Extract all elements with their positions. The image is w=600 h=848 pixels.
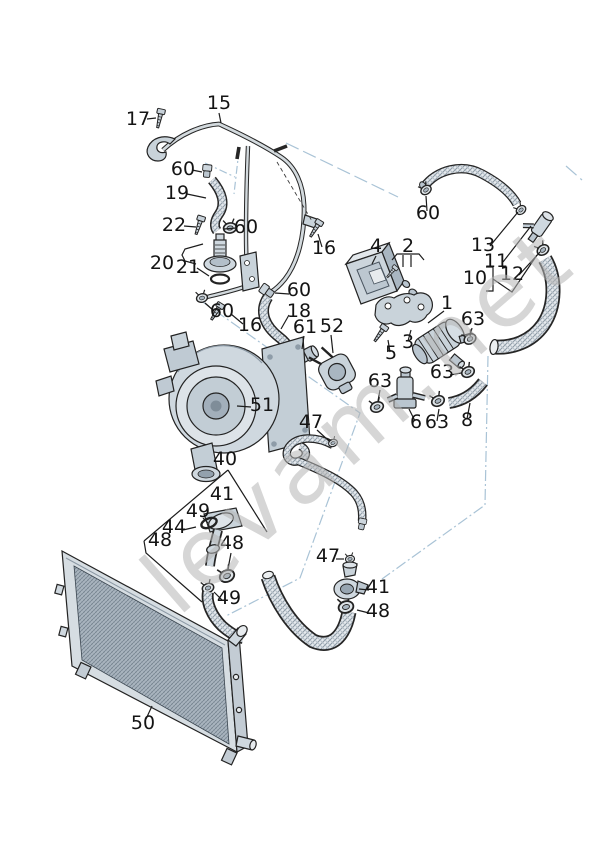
callout-leaders [143,112,541,720]
callout-12: 12 [500,263,524,285]
callout-44: 44 [162,516,186,538]
callout-48-a: 48 [148,529,172,551]
hose-main-lower [260,570,357,651]
callout-51: 51 [250,394,274,416]
callout-63-a: 63 [461,308,485,330]
callout-19: 19 [165,182,189,204]
pipe-hook [146,136,177,162]
callout-5: 5 [385,342,397,364]
callout-1: 1 [441,292,453,314]
callout-16-b: 16 [312,237,336,259]
callout-49-a: 49 [186,500,210,522]
callout-15: 15 [207,92,231,114]
callouts: 17 15 60 19 22 60 20 21 16 60 13 11 10 1… [126,92,524,734]
callout-50: 50 [131,712,155,734]
callout-18: 18 [287,300,311,322]
callout-60-a: 60 [210,300,234,322]
callout-60-top: 60 [171,158,195,180]
callout-8: 8 [461,409,473,431]
callout-60-b: 60 [234,216,258,238]
bracket-3 [374,292,433,327]
callout-60-c: 60 [287,279,311,301]
valve-11 [522,211,554,244]
callout-47-b: 47 [316,545,340,567]
callout-61: 61 [293,316,317,338]
callout-16-a: 16 [238,314,262,336]
radiator-50 [54,549,257,766]
callout-41-b: 41 [366,576,390,598]
callout-3: 3 [402,331,414,353]
callout-13: 13 [471,234,495,256]
callout-17: 17 [126,108,150,130]
clamp-49-a [200,516,218,530]
callout-63-b: 63 [430,361,454,383]
callout-4: 4 [370,235,382,257]
radiator-outlet-stub [235,735,257,751]
callout-48-b: 48 [220,532,244,554]
fitting-60-top [201,163,213,179]
callout-11: 11 [484,250,508,272]
callout-63-c: 63 [368,370,392,392]
clamp-60-a [194,288,210,305]
callout-10: 10 [463,267,487,289]
hose-big-right [489,255,561,356]
radiator-inlet-stub [227,624,248,647]
hose-8 [447,378,488,409]
callout-48-c: 48 [366,600,390,622]
callout-2: 2 [402,235,414,257]
callout-52: 52 [320,315,344,337]
coolant-pipe-15 [146,121,318,300]
pipe-bracket [239,251,260,292]
callout-6: 6 [410,411,422,433]
callout-40: 40 [213,448,237,470]
hose-47 [282,434,368,531]
callout-60-e: 60 [416,202,440,224]
water-pump-51 [155,331,311,483]
callout-63-d: 63 [425,411,449,433]
hose-19 [208,176,228,234]
callout-49-b: 49 [217,587,241,609]
sensor-20 [203,233,237,273]
thermostat-52 [308,346,356,395]
oring-21 [209,273,231,285]
hose-top-right [419,163,522,207]
bolt-22 [191,214,207,236]
callout-20: 20 [150,252,174,274]
callout-47-a: 47 [299,411,323,433]
callout-21: 21 [176,256,200,278]
callout-22: 22 [162,214,186,236]
callout-41-a: 41 [210,483,234,505]
stub-above-41 [342,561,358,578]
valve-6 [386,366,426,409]
